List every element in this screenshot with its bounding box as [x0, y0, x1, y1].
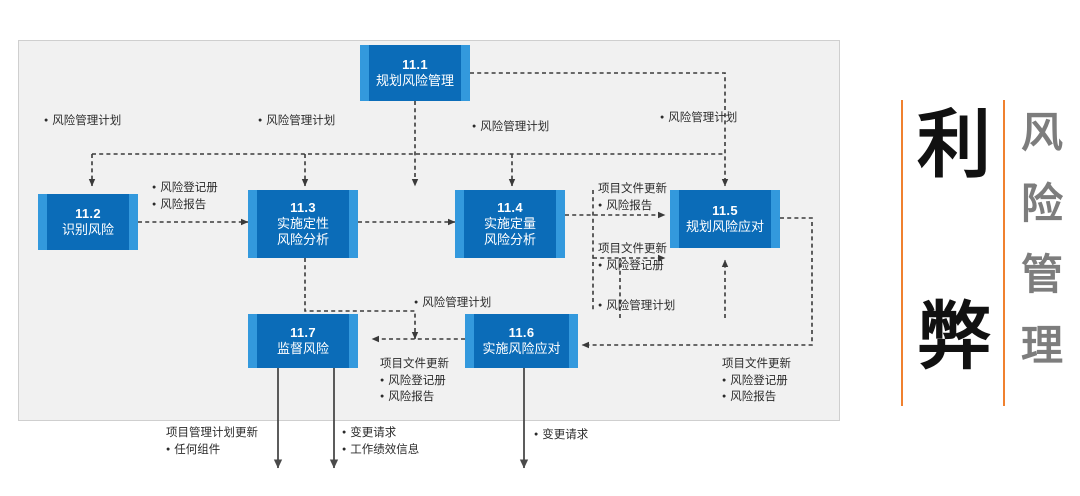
label-change-perf: 变更请求 工作绩效信息: [342, 425, 419, 458]
label-docs-mid-header: 项目文件更新: [380, 358, 449, 370]
emblem-rule-left: [901, 100, 903, 406]
label-plan-c-bullet-1: 风险管理计划: [472, 119, 549, 136]
label-change-perf-bullet-1: 变更请求: [342, 425, 419, 442]
node-11-7[interactable]: 11.7 监督风险: [248, 314, 358, 368]
label-docs-mid: 项目文件更新 风险登记册 风险报告: [380, 356, 449, 406]
label-change-perf-bullet-2: 工作绩效信息: [342, 442, 419, 459]
node-11-1-id: 11.1: [402, 57, 428, 73]
label-docs-mid-bullet-1: 风险登记册: [380, 373, 449, 390]
label-plan-b: 风险管理计划: [258, 113, 335, 130]
node-11-5-name: 规划风险应对: [685, 219, 764, 234]
label-docs-right-bullet-1: 风险登记册: [722, 373, 791, 390]
node-11-2-name: 识别风险: [61, 222, 114, 237]
node-11-6[interactable]: 11.6 实施风险应对: [465, 314, 578, 368]
node-11-2[interactable]: 11.2 识别风险: [38, 194, 138, 250]
label-change-only: 变更请求: [534, 427, 588, 444]
label-pm-update-bullet-1: 任何组件: [166, 442, 258, 459]
label-register-report: 风险登记册 风险报告: [152, 180, 218, 213]
title-char-4: 理: [1020, 321, 1063, 370]
label-docs-report-header: 项目文件更新: [598, 183, 667, 195]
node-11-4-name-line1: 实施定量: [483, 216, 536, 232]
node-11-3-id: 11.3: [290, 200, 316, 216]
node-11-7-id: 11.7: [290, 325, 316, 341]
label-plan-f-bullet-1: 风险管理计划: [598, 298, 675, 315]
node-11-1-name: 规划风险管理: [375, 73, 454, 88]
label-plan-d-bullet-1: 风险管理计划: [660, 110, 737, 127]
node-11-4-name-line2: 风险分析: [483, 231, 536, 247]
node-11-3-name-line2: 风险分析: [276, 231, 329, 247]
label-pm-update-header: 项目管理计划更新: [166, 427, 258, 439]
label-docs-report-bullet-1: 风险报告: [598, 198, 667, 215]
label-register-report-bullet-1: 风险登记册: [152, 180, 218, 197]
title-char-1: 风: [1020, 108, 1063, 157]
label-plan-f: 风险管理计划: [598, 298, 675, 315]
label-plan-a: 风险管理计划: [44, 113, 121, 130]
label-plan-e: 风险管理计划: [414, 295, 491, 312]
label-docs-right-bullet-2: 风险报告: [722, 389, 791, 406]
node-11-6-name: 实施风险应对: [482, 341, 561, 356]
title-char-2: 险: [1020, 179, 1063, 228]
node-11-3[interactable]: 11.3 实施定性 风险分析: [248, 190, 358, 258]
node-11-5-id: 11.5: [712, 203, 738, 219]
emblem-char-bottom: 弊: [917, 294, 991, 380]
label-change-only-bullet-1: 变更请求: [534, 427, 588, 444]
node-11-5[interactable]: 11.5 规划风险应对: [670, 190, 780, 248]
label-plan-e-bullet-1: 风险管理计划: [414, 295, 491, 312]
label-register-report-bullet-2: 风险报告: [152, 197, 218, 214]
node-11-3-name-line1: 实施定性: [276, 216, 329, 232]
label-plan-c: 风险管理计划: [472, 119, 549, 136]
label-docs-right: 项目文件更新 风险登记册 风险报告: [722, 356, 791, 406]
label-plan-a-bullet-1: 风险管理计划: [44, 113, 121, 130]
emblem-rule-right: [1003, 100, 1005, 406]
label-docs-right-header: 项目文件更新: [722, 358, 791, 370]
label-docs-mid-bullet-2: 风险报告: [380, 389, 449, 406]
label-docs-register-bullet-1: 风险登记册: [598, 258, 667, 275]
title-char-3: 管: [1020, 250, 1063, 299]
label-docs-report: 项目文件更新 风险报告: [598, 181, 667, 214]
node-11-4-id: 11.4: [497, 200, 523, 216]
node-11-6-id: 11.6: [508, 325, 535, 341]
label-docs-register: 项目文件更新 风险登记册: [598, 241, 667, 274]
label-pm-update: 项目管理计划更新 任何组件: [166, 425, 258, 458]
node-11-1[interactable]: 11.1 规划风险管理: [360, 45, 470, 101]
label-plan-b-bullet-1: 风险管理计划: [258, 113, 335, 130]
node-11-2-id: 11.2: [75, 206, 101, 222]
emblem-char-top: 利: [917, 102, 991, 188]
node-11-7-name: 监督风险: [276, 341, 329, 356]
label-plan-d: 风险管理计划: [660, 110, 737, 127]
node-11-4[interactable]: 11.4 实施定量 风险分析: [455, 190, 565, 258]
label-docs-register-header: 项目文件更新: [598, 243, 667, 255]
